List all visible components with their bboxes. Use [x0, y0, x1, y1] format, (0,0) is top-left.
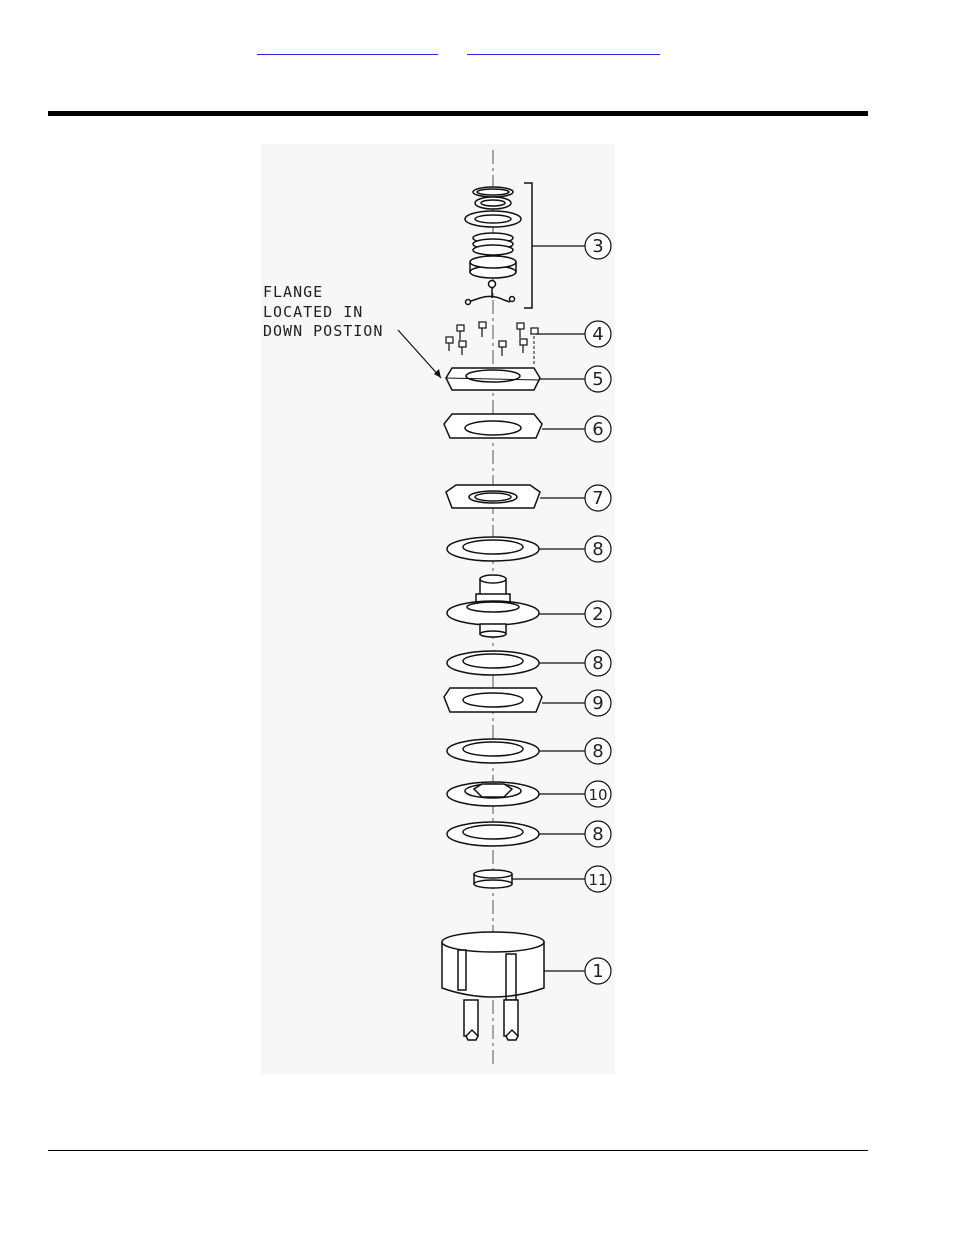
callout-2: 2	[585, 601, 611, 627]
svg-text:2: 2	[592, 604, 603, 625]
part-4-bolts	[446, 322, 538, 356]
callout-10: 10	[585, 781, 611, 807]
callout-8b: 8	[585, 650, 611, 676]
part-3-seal-assembly	[465, 187, 521, 305]
part-5-flange	[446, 368, 540, 390]
callout-balloons: 3 4 5 6 7 8 2 8 9 8 10 8 11 1	[585, 233, 611, 984]
svg-text:4: 4	[592, 324, 603, 345]
callout-1: 1	[585, 958, 611, 984]
svg-text:1: 1	[592, 961, 603, 982]
part-2-hub	[447, 575, 539, 637]
part-8-washer-d	[447, 822, 539, 846]
part-10-clutch-plate	[447, 782, 539, 806]
callout-5: 5	[585, 366, 611, 392]
note-line-1: FLANGE	[263, 283, 323, 301]
svg-text:5: 5	[592, 369, 603, 390]
callout-11: 11	[585, 866, 611, 892]
svg-text:11: 11	[588, 871, 607, 889]
svg-text:3: 3	[592, 236, 603, 257]
callout-8a: 8	[585, 536, 611, 562]
callout-7: 7	[585, 485, 611, 511]
svg-text:8: 8	[592, 741, 603, 762]
callout-8c: 8	[585, 738, 611, 764]
part-3-bracket	[524, 183, 532, 308]
part-8-washer-b	[447, 651, 539, 675]
part-6-plate	[444, 414, 542, 438]
note-line-2: LOCATED IN	[263, 303, 363, 321]
svg-text:8: 8	[592, 653, 603, 674]
part-1-housing	[442, 932, 544, 1040]
callout-9: 9	[585, 690, 611, 716]
svg-text:9: 9	[592, 693, 603, 714]
svg-text:10: 10	[588, 786, 607, 804]
svg-text:6: 6	[592, 419, 603, 440]
callout-8d: 8	[585, 821, 611, 847]
svg-text:8: 8	[592, 539, 603, 560]
note-line-3: DOWN POSTION	[263, 322, 383, 340]
footer-rule	[48, 1150, 868, 1151]
callout-4: 4	[585, 321, 611, 347]
note-leader	[398, 330, 441, 378]
svg-text:7: 7	[592, 488, 603, 509]
svg-text:8: 8	[592, 824, 603, 845]
flange-note: FLANGE LOCATED IN DOWN POSTION	[263, 283, 383, 340]
note-arrowhead	[434, 369, 441, 378]
part-11-bushing	[474, 870, 512, 888]
callout-6: 6	[585, 416, 611, 442]
part-7-plate	[446, 485, 540, 508]
part-8-washer-a	[447, 537, 539, 561]
part-8-washer-c	[447, 739, 539, 763]
callout-3: 3	[585, 233, 611, 259]
part-9-plate	[444, 688, 542, 712]
